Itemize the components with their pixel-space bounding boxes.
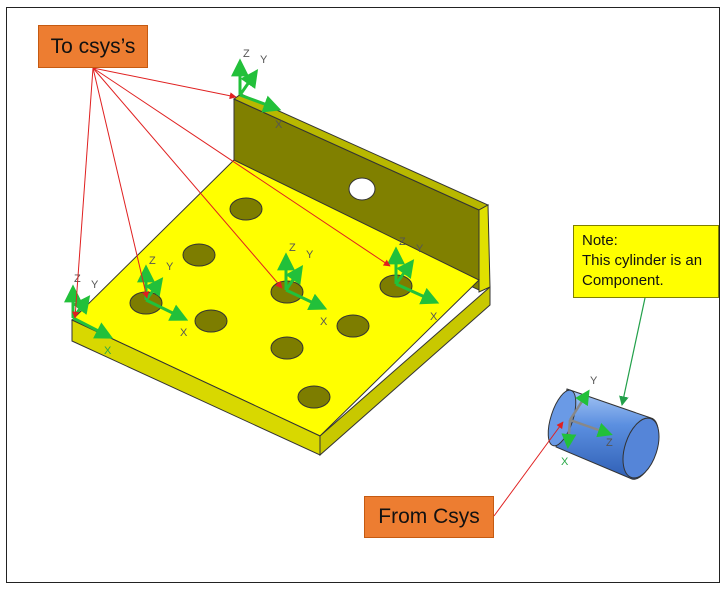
axis-label-z: Z [243, 48, 250, 60]
wall-hole [348, 177, 376, 201]
axis-label-z: Z [149, 255, 156, 267]
from-csys-callout: From Csys [364, 496, 494, 538]
hole [194, 309, 228, 333]
to-csys-callout: To csys’s [38, 25, 148, 68]
triad-hole-2 [277, 252, 328, 310]
note-line-3: Component. [582, 272, 664, 289]
triad-wall-top [231, 58, 282, 113]
hole [229, 197, 263, 221]
hole [182, 243, 216, 267]
note-callout: Note: This cylinder is an Component. [573, 225, 719, 298]
axis-label-x: X [320, 316, 328, 328]
axis-label-y: Y [166, 261, 174, 273]
from-csys-arrow [493, 421, 564, 517]
axis-label-x: X [275, 119, 283, 131]
cylinder-front-cap [622, 417, 660, 479]
axis-label-y: Y [416, 243, 424, 255]
note-arrow [619, 297, 646, 406]
hole [297, 385, 331, 409]
note-line-1: Note: [582, 232, 618, 249]
axis-label-y: Y [91, 279, 99, 291]
axis-label-y: Y [306, 249, 314, 261]
triad-hole-3 [387, 246, 440, 305]
base-right-face [319, 285, 491, 457]
to-csys-arrows [71, 67, 391, 319]
axis-label-y: Y [590, 375, 598, 387]
bracket-part-icon [71, 93, 491, 457]
wall-side-face [478, 204, 491, 293]
axis-label-x: X [430, 311, 438, 323]
axis-label-x: X [180, 327, 188, 339]
axis-label-z: Z [399, 236, 406, 248]
triad-cylinder [561, 389, 613, 449]
hole [270, 336, 304, 360]
hole [336, 314, 370, 338]
cylinder-component-icon [547, 388, 660, 480]
axis-label-z: Z [606, 437, 613, 449]
axis-label-y: Y [260, 54, 268, 66]
axis-label-z: Z [289, 242, 296, 254]
axis-label-x: X [561, 456, 569, 468]
note-line-2: This cylinder is an [582, 252, 703, 269]
axis-label-x: X [104, 345, 112, 357]
